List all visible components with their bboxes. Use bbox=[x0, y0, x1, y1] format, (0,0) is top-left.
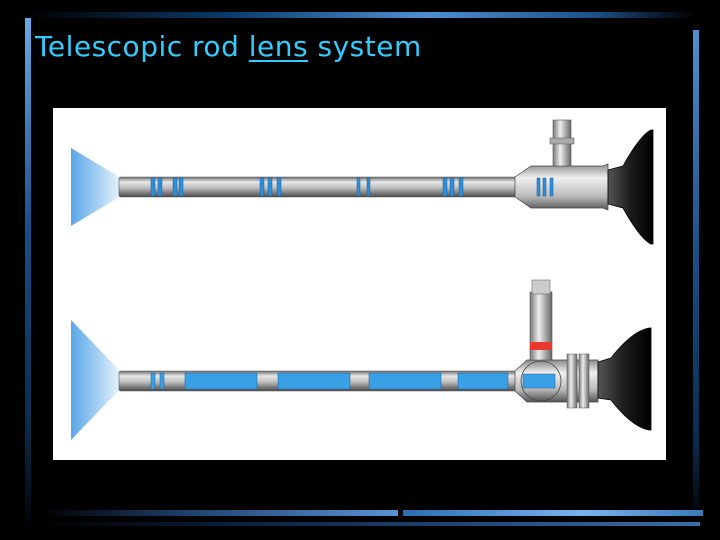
telescope-diagram bbox=[53, 108, 666, 460]
upper-telescope bbox=[71, 119, 654, 245]
frame-right-bar bbox=[693, 30, 699, 520]
lower-telescope bbox=[71, 279, 652, 440]
fiber-port-red-band bbox=[530, 342, 552, 350]
lower-eyepiece bbox=[597, 327, 652, 431]
frame-bottom-bar-lower bbox=[40, 522, 700, 526]
slide-title: Telescopic rod lens system bbox=[35, 30, 422, 63]
upper-body-lenses bbox=[536, 177, 554, 197]
upper-eyepiece bbox=[607, 129, 654, 245]
title-text-underlined: lens bbox=[248, 30, 309, 63]
frame-bottom-bar-right bbox=[403, 510, 703, 516]
upper-lens-groups bbox=[150, 177, 464, 197]
frame-bottom-bar-left bbox=[40, 510, 398, 516]
lower-view-cone bbox=[71, 320, 121, 440]
upper-scope-body bbox=[514, 163, 609, 211]
frame-top-bar bbox=[25, 12, 695, 18]
title-text-after: system bbox=[308, 30, 422, 63]
telescope-diagram-svg bbox=[71, 119, 654, 440]
title-text-before: Telescopic rod bbox=[35, 30, 249, 63]
lower-rod-lenses bbox=[150, 372, 509, 390]
frame-left-bar bbox=[25, 18, 31, 533]
upper-view-cone bbox=[71, 148, 121, 226]
